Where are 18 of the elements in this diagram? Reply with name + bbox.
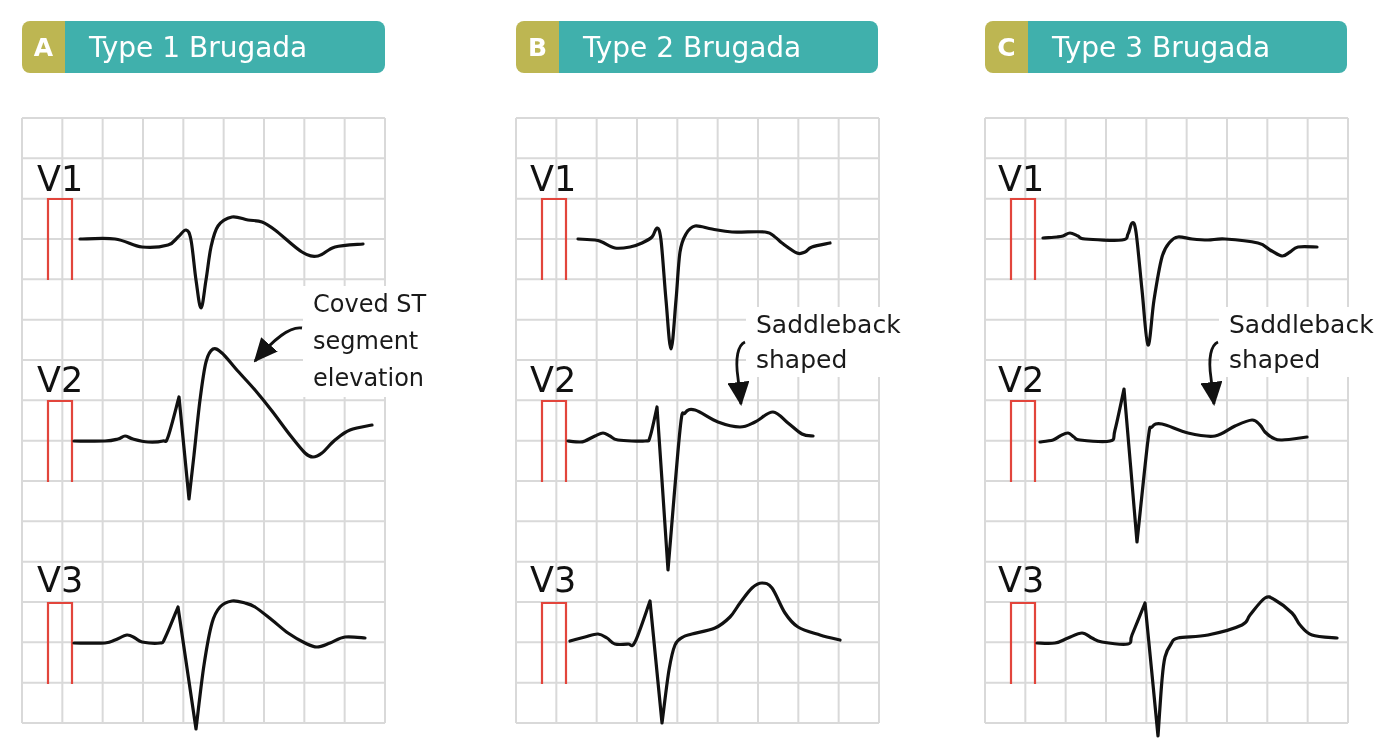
lead-label: V1 <box>530 162 577 197</box>
lead-label: V3 <box>998 563 1045 598</box>
lead-label: V1 <box>37 162 84 197</box>
panel-letter-badge: A <box>22 21 65 73</box>
panel-title-banner: Type 1 Brugada <box>65 21 385 73</box>
leader-arrow <box>727 340 750 406</box>
lead-label: V3 <box>37 563 84 598</box>
panel-letter-badge: C <box>985 21 1028 73</box>
panel-title-banner: Type 3 Brugada <box>1028 21 1347 73</box>
leader-arrow <box>1200 340 1223 406</box>
lead-label: V2 <box>998 363 1045 398</box>
lead-label: V1 <box>998 162 1045 197</box>
panel-letter-badge: B <box>516 21 559 73</box>
panel-title-banner: Type 2 Brugada <box>559 21 878 73</box>
lead-label: V3 <box>530 563 577 598</box>
leader-arrow <box>253 326 303 363</box>
lead-label: V2 <box>530 363 577 398</box>
lead-label: V2 <box>37 363 84 398</box>
